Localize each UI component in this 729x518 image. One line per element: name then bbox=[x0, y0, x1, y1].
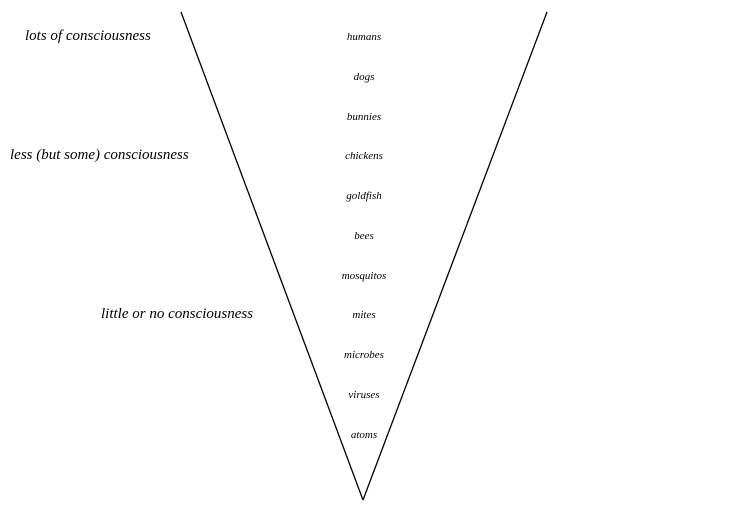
item-humans: humans bbox=[346, 31, 382, 43]
item-viruses: viruses bbox=[348, 389, 380, 401]
item-microbes: microbes bbox=[344, 349, 384, 361]
level-label-low: little or no consciousness bbox=[101, 306, 254, 322]
item-goldfish: goldfish bbox=[346, 190, 382, 202]
item-dogs: dogs bbox=[353, 71, 375, 83]
item-bunnies: bunnies bbox=[346, 111, 382, 123]
level-label-medium: less (but some) consciousness bbox=[10, 147, 189, 163]
item-bees: bees bbox=[354, 230, 374, 242]
level-label-high: lots of consciousness bbox=[25, 28, 151, 44]
item-mosquitos: mosquitos bbox=[341, 270, 387, 282]
item-atoms: atoms bbox=[350, 429, 378, 441]
funnel-left-edge bbox=[180, 11, 364, 501]
item-mites: mites bbox=[352, 309, 376, 321]
item-chickens: chickens bbox=[345, 150, 383, 162]
funnel-right-edge bbox=[362, 11, 548, 501]
